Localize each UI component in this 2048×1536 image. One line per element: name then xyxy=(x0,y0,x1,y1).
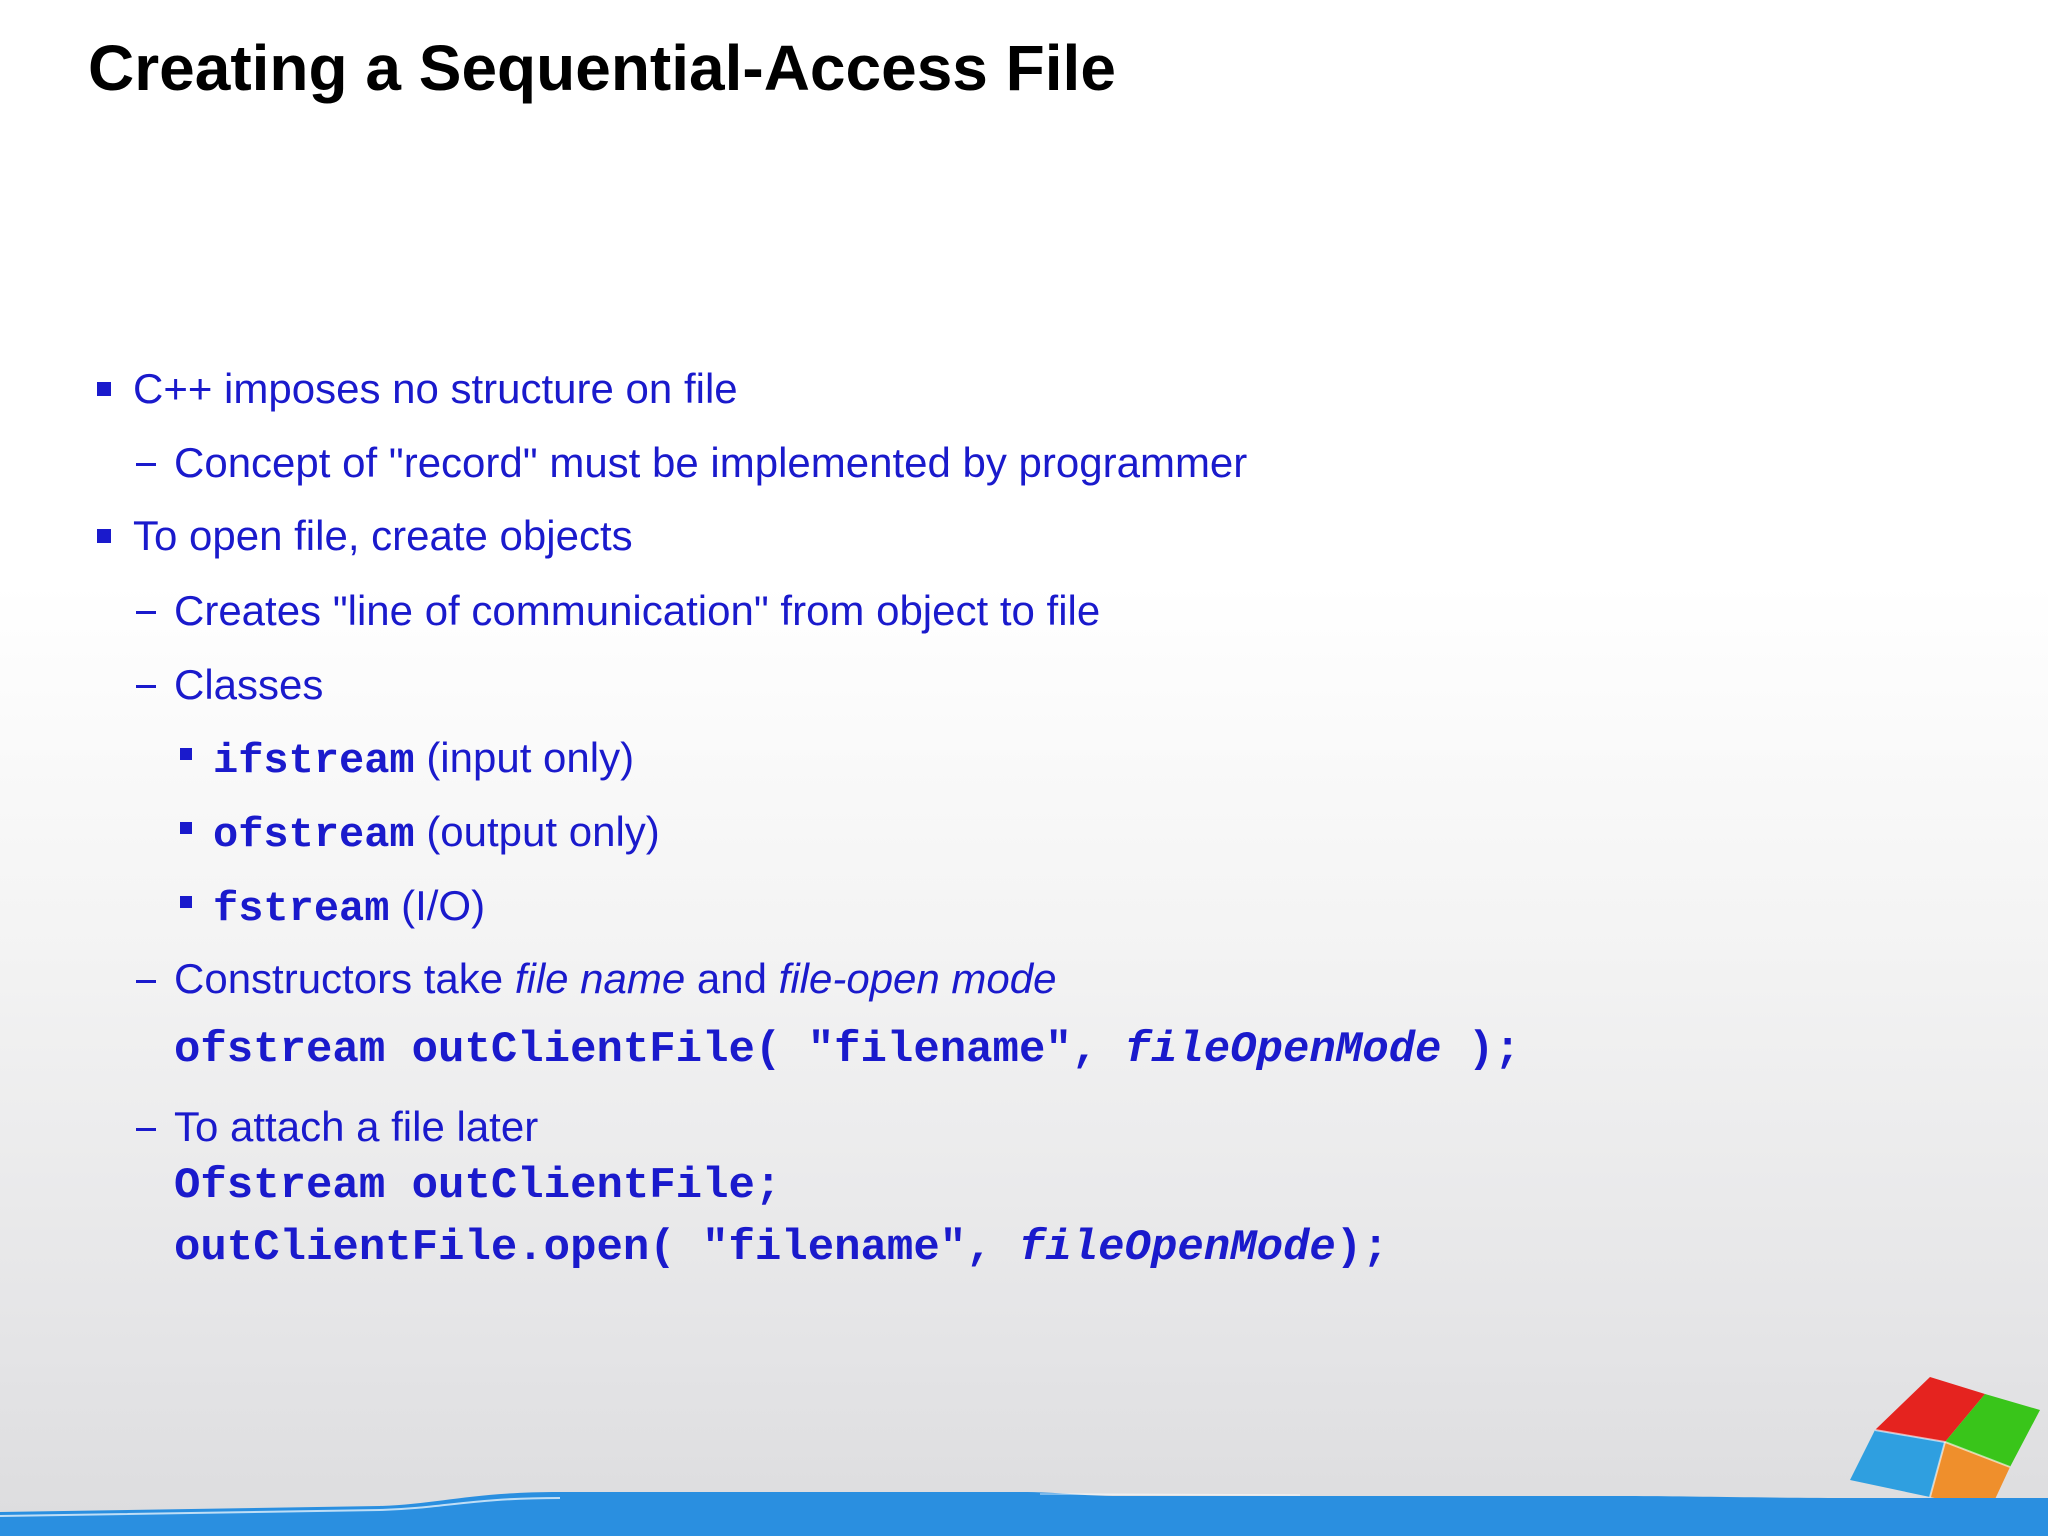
class-description: (output only) xyxy=(426,808,660,855)
cube-green-face xyxy=(1945,1394,2040,1467)
code-text: ofstream outClientFile( "filename", xyxy=(174,1025,1125,1075)
code-emphasis: fileOpenMode xyxy=(1124,1025,1442,1075)
dash-bullet-icon xyxy=(136,685,156,688)
dash-bullet-icon xyxy=(136,980,156,983)
colored-cube-logo xyxy=(1850,1377,2040,1510)
bullet-text: C++ imposes no structure on file xyxy=(133,365,738,412)
slide-title: Creating a Sequential-Access File xyxy=(88,32,1116,104)
sub-bullet-text: Constructors take file name and file-ope… xyxy=(174,955,1057,1003)
class-name: ifstream xyxy=(213,737,415,785)
class-name: fstream xyxy=(213,885,390,933)
sub-bullet-text: To attach a file later xyxy=(174,1103,539,1150)
square-bullet-icon xyxy=(180,822,192,834)
square-bullet-icon xyxy=(97,529,111,543)
square-bullet-icon xyxy=(180,896,192,908)
sub-bullet-text: Creates "line of communication" from obj… xyxy=(174,587,1101,634)
cube-red-face xyxy=(1875,1377,1985,1442)
footer-wave-band xyxy=(0,1492,2048,1536)
code-line: outClientFile.open( "filename", fileOpen… xyxy=(174,1223,1389,1273)
code-line: Ofstream outClientFile; xyxy=(174,1161,782,1211)
dash-bullet-icon xyxy=(136,463,156,466)
class-name: ofstream xyxy=(213,811,415,859)
cube-orange-face xyxy=(1930,1442,2010,1510)
square-bullet-icon xyxy=(97,382,111,396)
sub-bullet-text: Classes xyxy=(174,661,324,708)
code-text: ); xyxy=(1441,1025,1521,1075)
code-text: ); xyxy=(1335,1223,1389,1273)
code-text: outClientFile.open( "filename", xyxy=(174,1223,1019,1273)
class-item: fstream (I/O) xyxy=(213,882,485,933)
class-item: ifstream (input only) xyxy=(213,734,634,785)
class-item: ofstream (output only) xyxy=(213,808,660,859)
constructors-emphasis: file-open mode xyxy=(778,955,1057,1002)
bullet-text: To open file, create objects xyxy=(133,512,633,559)
cube-blue-face xyxy=(1850,1430,1945,1497)
constructors-text: Constructors take xyxy=(174,955,515,1002)
class-description: (I/O) xyxy=(401,882,486,929)
class-description: (input only) xyxy=(426,734,635,781)
code-line: ofstream outClientFile( "filename", file… xyxy=(174,1025,1521,1075)
constructors-text: and xyxy=(685,955,779,1002)
square-bullet-icon xyxy=(180,748,192,760)
sub-bullet-text: Concept of "record" must be implemented … xyxy=(174,439,1248,486)
constructors-emphasis: file name xyxy=(514,955,686,1002)
dash-bullet-icon xyxy=(136,611,156,614)
dash-bullet-icon xyxy=(136,1128,156,1131)
code-emphasis: fileOpenMode xyxy=(1018,1223,1336,1273)
